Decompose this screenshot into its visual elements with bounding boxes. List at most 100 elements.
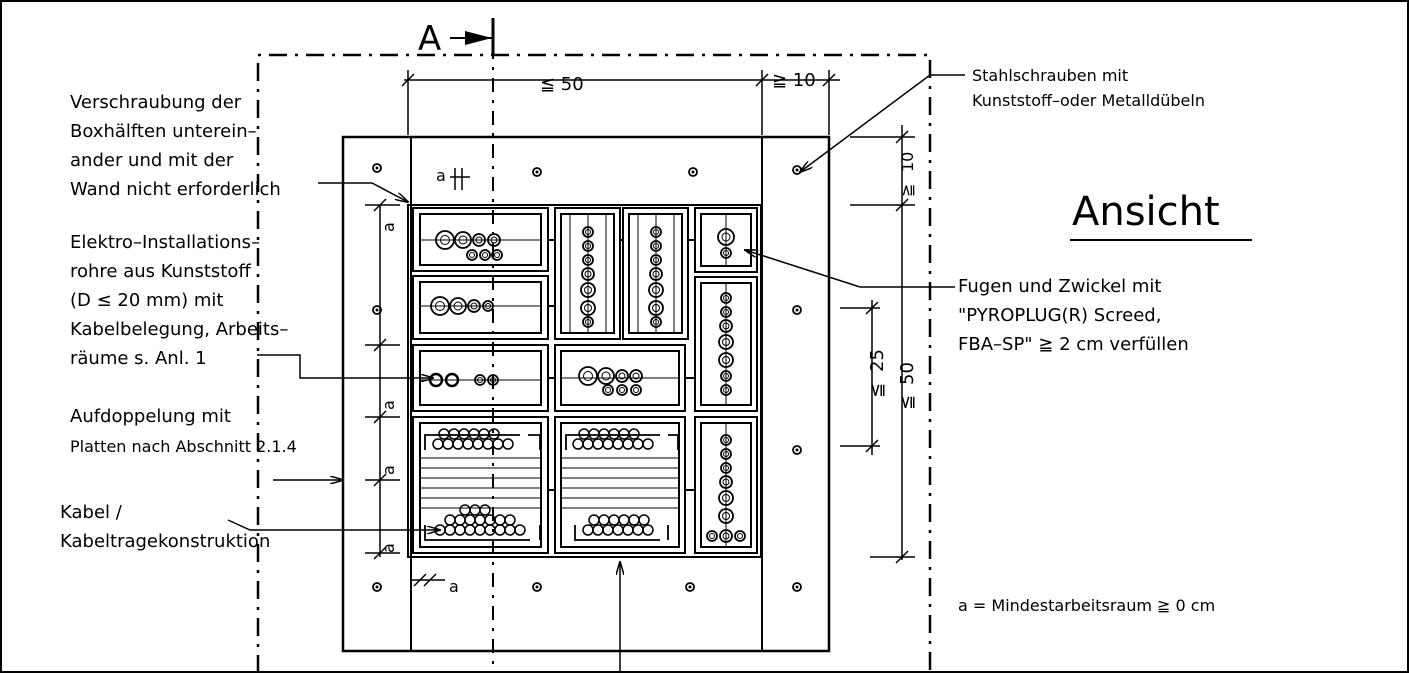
pipe-core <box>469 252 475 258</box>
cable <box>642 438 654 450</box>
screw-center <box>535 170 539 174</box>
dimension-ticks <box>373 73 909 587</box>
screw-center <box>688 585 692 589</box>
svg-text:rohre aus Kunststoff: rohre aus Kunststoff <box>70 261 251 282</box>
screw-center <box>795 308 799 312</box>
dim-right-total-le: ≦ <box>897 395 918 410</box>
cable <box>582 524 594 536</box>
label-pipes: Elektro–Installations– rohre aus Kunstst… <box>70 232 288 369</box>
cable <box>628 428 640 440</box>
cable <box>444 514 456 526</box>
cable <box>582 438 594 450</box>
pipe <box>734 530 746 542</box>
legend-a: a = Mindestarbeitsraum ≧ 0 cm <box>958 596 1215 615</box>
svg-text:Platten nach Abschnitt 2.1.4: Platten nach Abschnitt 2.1.4 <box>70 437 297 456</box>
cable <box>572 438 584 450</box>
screw-head <box>372 305 382 315</box>
cable-tray-hatch <box>420 457 679 509</box>
cable <box>479 504 491 516</box>
pipe <box>630 384 642 396</box>
screw-center <box>795 168 799 172</box>
svg-text:Elektro–Installations–: Elektro–Installations– <box>70 232 260 253</box>
cable <box>642 524 654 536</box>
screw-head <box>792 305 802 315</box>
cable <box>474 514 486 526</box>
cable <box>618 514 630 526</box>
pipe <box>466 249 478 261</box>
pipe-core <box>605 387 611 393</box>
section-marker: A <box>418 18 495 59</box>
svg-text:Kabelbelegung, Arbeits–: Kabelbelegung, Arbeits– <box>70 319 288 340</box>
label-cable: Kabel / Kabeltragekonstruktion <box>60 502 270 552</box>
pipe-core <box>618 372 626 380</box>
dim-a-bottom: a <box>449 577 459 596</box>
screw-head <box>532 167 542 177</box>
pipe-core <box>619 387 625 393</box>
cable <box>444 524 456 536</box>
screw-head <box>688 167 698 177</box>
screw-center <box>535 585 539 589</box>
svg-text:Wand nicht erforderlich: Wand nicht erforderlich <box>70 179 281 200</box>
label-joints: Fugen und Zwickel mit "PYROPLUG(R) Scree… <box>958 276 1189 355</box>
dim-right-mid-le: ≦ <box>867 383 888 398</box>
cable <box>469 504 481 516</box>
dim-right-mid: 25 <box>867 349 888 372</box>
screw-head <box>372 163 382 173</box>
cable <box>588 514 600 526</box>
cable <box>628 514 640 526</box>
cable <box>598 428 610 440</box>
pipe-core <box>583 371 593 381</box>
cable <box>638 514 650 526</box>
cable <box>612 438 624 450</box>
dim-right-top-ge: ≧ <box>898 184 917 197</box>
screw-head <box>792 445 802 455</box>
pipe-core <box>482 252 488 258</box>
wall-outline <box>256 53 932 673</box>
pipe <box>578 366 598 386</box>
fire-box-outer <box>341 135 831 653</box>
label-steel: Stahlschrauben mit Kunststoff–oder Metal… <box>972 66 1205 110</box>
pipe <box>479 249 491 261</box>
screw-head <box>532 582 542 592</box>
svg-text:Stahlschrauben mit: Stahlschrauben mit <box>972 66 1128 85</box>
cable <box>504 524 516 536</box>
screw-center <box>795 585 799 589</box>
cable <box>504 514 516 526</box>
cable <box>458 428 470 440</box>
cable <box>438 428 450 440</box>
cable <box>478 428 490 440</box>
cable <box>492 438 504 450</box>
cable <box>622 524 634 536</box>
pipe <box>706 530 718 542</box>
cable <box>592 524 604 536</box>
cable <box>592 438 604 450</box>
cable <box>632 438 644 450</box>
dim-a-left-1: a <box>379 222 398 232</box>
view-title: Ansicht <box>1072 189 1220 235</box>
pipe <box>616 384 628 396</box>
pipe-core <box>737 533 743 539</box>
dim-a-top: a <box>436 166 446 185</box>
label-screws: Verschraubung der Boxhälften unterein– a… <box>70 92 281 200</box>
cable <box>464 524 476 536</box>
dimension-lines <box>365 70 915 581</box>
cable <box>618 428 630 440</box>
dim-top-width: ≦ 50 <box>540 74 584 95</box>
svg-text:Aufdoppelung mit: Aufdoppelung mit <box>70 406 231 427</box>
svg-text:(D ≤ 20 mm) mit: (D ≤ 20 mm) mit <box>70 290 223 311</box>
cable <box>494 524 506 536</box>
screw-center <box>375 585 379 589</box>
cable <box>632 524 644 536</box>
pipe <box>602 384 614 396</box>
pipe <box>629 369 643 383</box>
dim-right-total: 50 <box>897 362 918 385</box>
section-letter: A <box>418 19 441 59</box>
svg-text:Kabel /: Kabel / <box>60 502 123 523</box>
svg-text:Boxhälften unterein–: Boxhälften unterein– <box>70 121 257 142</box>
cable <box>488 428 500 440</box>
cable <box>462 438 474 450</box>
pipe-core <box>632 372 640 380</box>
leader-lines <box>227 74 965 673</box>
